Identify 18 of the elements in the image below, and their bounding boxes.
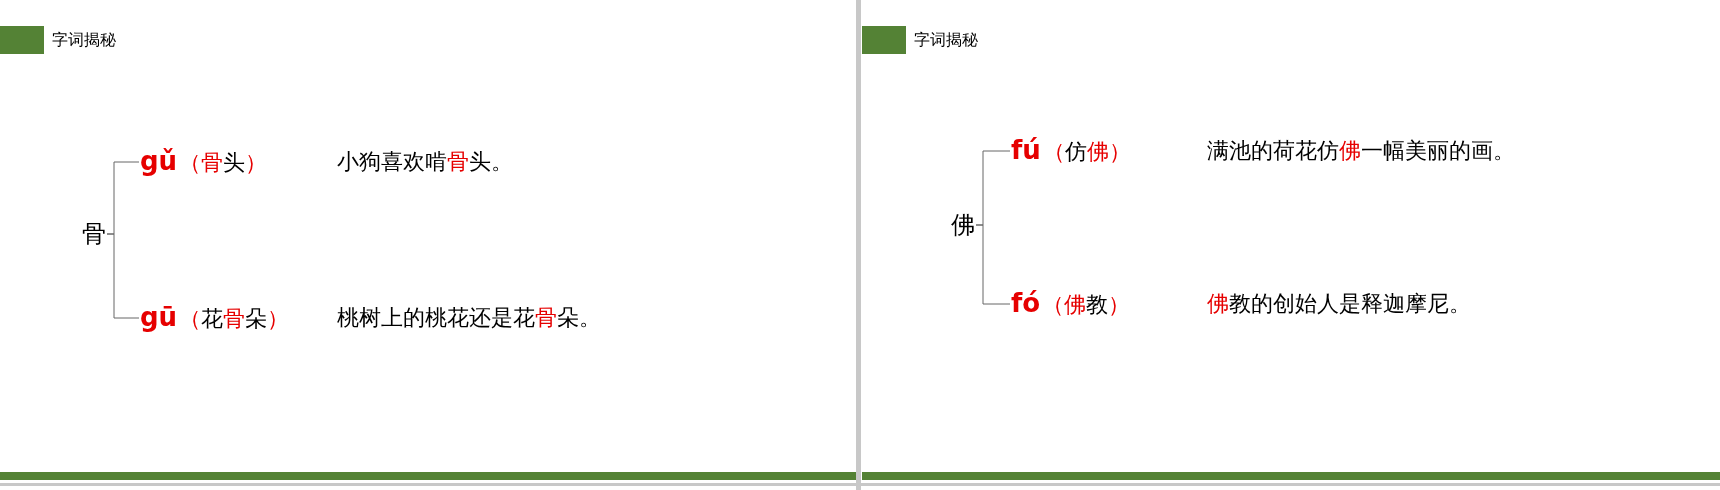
pinyin-text: gǔ [140,146,178,176]
word-text: （花骨朵） [179,306,290,331]
character-text: 佛 [951,211,975,239]
pinyin-text: fó [1011,288,1041,318]
example-sentence: 小狗喜欢啃骨头。 [337,148,513,176]
example-sentence: 满池的荷花仿佛一幅美丽的画。 [1207,137,1515,165]
word-text: （佛教） [1042,292,1131,317]
example-sentence: 佛教的创始人是释迦摩尼。 [1207,290,1471,318]
pinyin-text: gū [140,302,178,332]
section-heading: 字词揭秘 [52,29,116,51]
brace-line [106,233,140,319]
character-text: 骨 [82,220,106,248]
example-sentence: 桃树上的桃花还是花骨朵。 [337,304,601,332]
section-heading: 字词揭秘 [914,29,978,51]
word-text: （仿佛） [1042,139,1131,164]
brace-line [975,224,1011,305]
word-text: （骨头） [179,150,268,175]
pinyin-text: fú [1011,135,1041,165]
